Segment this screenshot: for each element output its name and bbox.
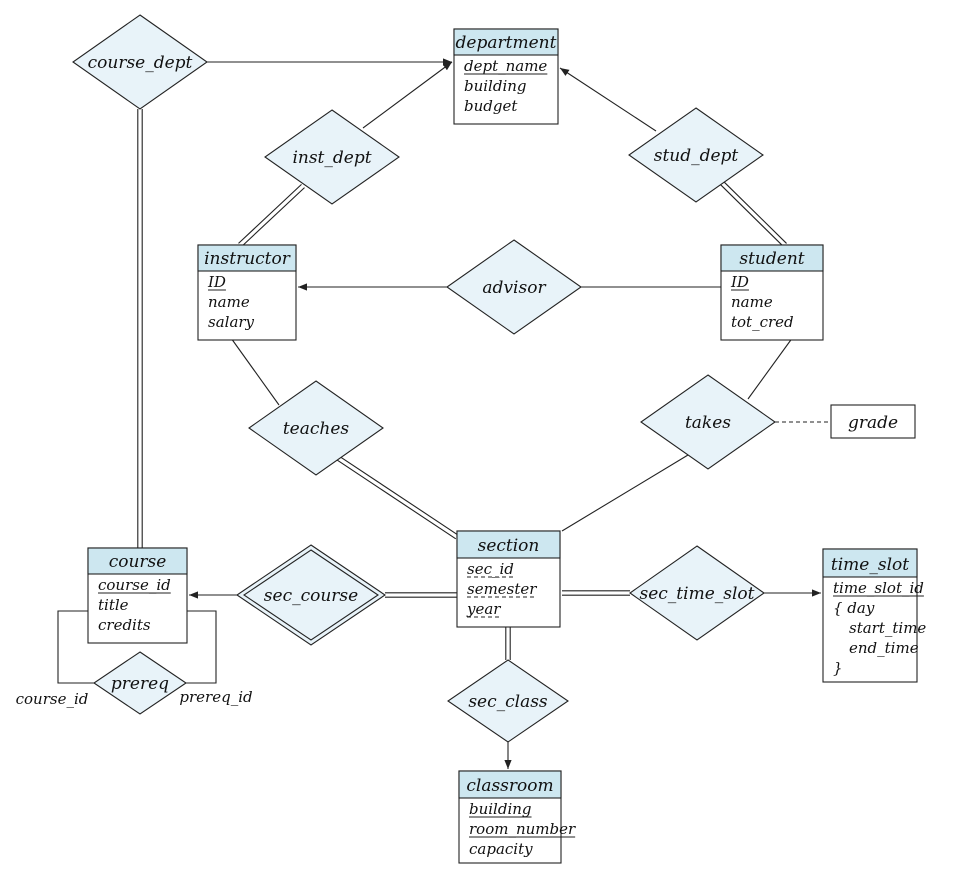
entity-title: department xyxy=(456,33,557,53)
prereq-course-id-line xyxy=(57,610,94,684)
entity-header xyxy=(197,244,297,272)
entity-attribute: start_time xyxy=(849,619,926,637)
relationship-diamond xyxy=(264,109,400,205)
entity-title: classroom xyxy=(466,776,553,796)
relationship-teaches: teaches xyxy=(248,380,384,476)
entity-time-slot: time_slot time_slot_id { day start_time end_… xyxy=(822,548,926,683)
entity-attribute: budget xyxy=(464,97,518,115)
entity-attribute: room_number xyxy=(469,820,576,838)
relationship-label: course_dept xyxy=(88,53,193,73)
relationship-sec-course: sec_course xyxy=(236,544,386,646)
entity-title: section xyxy=(478,536,540,556)
entity-attribute: end_time xyxy=(849,639,919,657)
instructor-to-teaches-line xyxy=(230,337,280,406)
role-label-prereq-id-role: prereq_id xyxy=(179,688,252,706)
attribute-label: grade xyxy=(848,413,898,433)
inst-dept-to-department-line xyxy=(362,61,453,129)
student-to-takes-line xyxy=(747,336,794,400)
relationship-inst-dept: inst_dept xyxy=(264,109,400,205)
entity-department: department dept_name building budget xyxy=(453,28,559,125)
entity-attribute: dept_name xyxy=(464,57,547,75)
relationship-takes: takes xyxy=(640,374,776,470)
relationship-advisor: advisor xyxy=(446,239,582,335)
student-to-stud-dept-line xyxy=(723,181,787,244)
relationship-stud-dept: stud_dept xyxy=(628,107,764,203)
entity-attribute: building xyxy=(469,800,532,818)
relationship-label: takes xyxy=(685,413,731,433)
entity-attribute: salary xyxy=(208,313,255,331)
relationship-label: prereq xyxy=(111,674,169,694)
relationship-diamond xyxy=(93,651,187,715)
entity-attribute: semester xyxy=(467,580,537,598)
relationship-attribute-grade: grade xyxy=(830,404,916,439)
relationship-diamond xyxy=(640,374,776,470)
entity-attribute: title xyxy=(98,596,129,614)
relationship-label: teaches xyxy=(283,419,350,439)
entity-header xyxy=(456,530,561,559)
relationship-sec-time-slot: sec_time_slot xyxy=(629,545,765,641)
entity-attribute: { day xyxy=(833,599,875,617)
student-to-stud-dept-line xyxy=(720,184,784,247)
entity-attribute: course_id xyxy=(98,576,171,594)
relationship-label: sec_time_slot xyxy=(640,584,755,604)
entity-attribute: name xyxy=(208,293,250,311)
relationship-diamond xyxy=(447,659,569,743)
entity-attribute: credits xyxy=(98,616,151,634)
relationship-sec-class: sec_class xyxy=(447,659,569,743)
entity-attribute: ID xyxy=(730,273,749,291)
teaches-to-section-line xyxy=(338,455,459,536)
entity-attribute: ID xyxy=(207,273,226,291)
entity-header xyxy=(822,548,918,578)
entity-attribute: capacity xyxy=(469,840,533,858)
stud-dept-to-department-line xyxy=(559,67,657,132)
entity-title: student xyxy=(739,249,804,269)
entity-title: instructor xyxy=(204,249,291,269)
identifying-inner-diamond xyxy=(243,549,379,641)
prereq-prereq-id-line xyxy=(186,610,217,684)
entity-header xyxy=(720,244,824,272)
entity-header xyxy=(87,547,188,575)
entity-attribute: name xyxy=(731,293,773,311)
relationship-prereq: prereq xyxy=(93,651,187,715)
relationship-diamond xyxy=(629,545,765,641)
attribute-box xyxy=(830,404,916,439)
relationship-course-dept: course_dept xyxy=(72,14,208,110)
entity-header xyxy=(453,28,559,56)
entity-section: section sec_id semester year xyxy=(456,530,561,628)
entity-attribute: year xyxy=(466,600,501,618)
entity-title: course xyxy=(109,552,167,572)
relationship-diamond xyxy=(248,380,384,476)
relationship-diamond xyxy=(628,107,764,203)
nodes: department dept_name building budget instruc… xyxy=(16,14,926,864)
instructor-to-inst-dept-line xyxy=(238,183,302,244)
takes-to-section-line xyxy=(561,454,689,532)
entity-attribute: sec_id xyxy=(467,560,514,578)
relationship-label: sec_class xyxy=(468,692,548,712)
role-label-course-id-role: course_id xyxy=(16,690,89,708)
relationship-diamond xyxy=(72,14,208,110)
instructor-to-inst-dept-line xyxy=(241,187,305,248)
entity-title: time_slot xyxy=(831,555,909,575)
connectors xyxy=(57,58,831,769)
entity-attribute: tot_cred xyxy=(731,313,794,331)
relationship-label: inst_dept xyxy=(292,148,371,168)
relationship-label: stud_dept xyxy=(654,146,739,166)
entity-header xyxy=(458,770,562,799)
relationship-label: sec_course xyxy=(264,586,358,606)
entity-attribute: building xyxy=(464,77,527,95)
relationship-diamond xyxy=(446,239,582,335)
entity-attribute: time_slot_id xyxy=(833,579,924,597)
relationship-label: advisor xyxy=(482,278,546,298)
entity-classroom: classroom building room_number capacity xyxy=(458,770,576,864)
entity-attribute: } xyxy=(833,659,843,677)
teaches-to-section-line xyxy=(336,459,457,540)
